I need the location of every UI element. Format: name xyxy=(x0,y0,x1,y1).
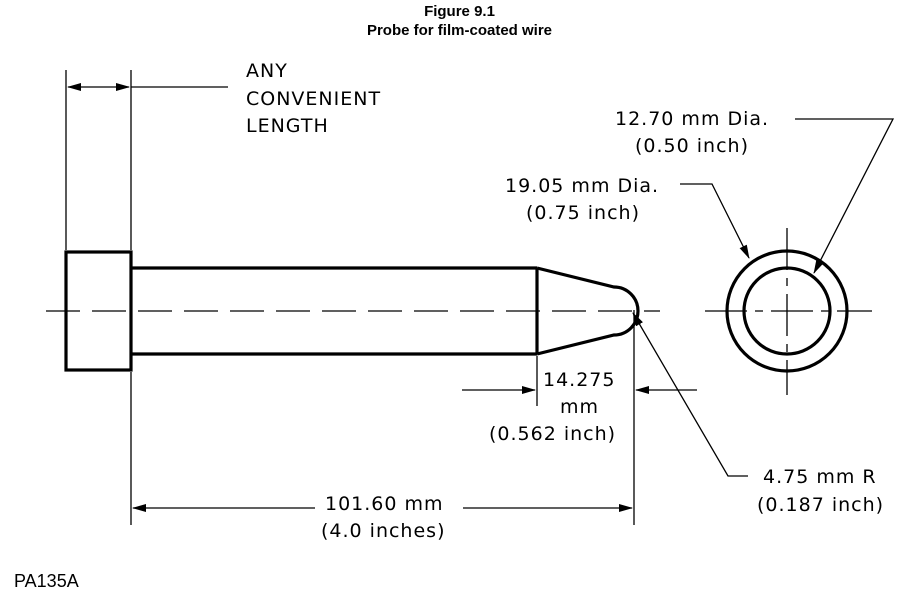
body-diameter-label-mm: 19.05 mm Dia. xyxy=(505,175,659,197)
probe-side-view xyxy=(64,250,640,372)
extension-lines xyxy=(65,70,635,525)
tip-radius-label-mm: 4.75 mm R xyxy=(763,466,877,488)
body-diameter-leader xyxy=(680,183,750,259)
tip-diameter-leader xyxy=(795,118,895,274)
figure-caption: Probe for film-coated wire xyxy=(366,22,553,39)
figure-number: Figure 9.1 xyxy=(424,3,495,20)
tip-radius-leader xyxy=(632,312,748,477)
center-lines xyxy=(46,228,872,395)
tip-radius-label-inch: (0.187 inch) xyxy=(757,494,884,516)
probe-tapered-tip xyxy=(536,266,640,356)
body-circle xyxy=(725,249,849,373)
overall-length-label-inch: (4.0 inches) xyxy=(321,520,445,542)
taper-length-label-inch: (0.562 inch) xyxy=(489,423,616,445)
handle-length-label-line1: ANY xyxy=(246,60,288,82)
body-diameter-label-inch: (0.75 inch) xyxy=(526,202,640,224)
figure-code: PA135A xyxy=(14,571,79,591)
taper-length-label-unit: mm xyxy=(560,396,599,418)
handle-length-label-line3: LENGTH xyxy=(246,115,329,137)
tip-diameter-label-mm: 12.70 mm Dia. xyxy=(615,108,769,130)
tip-diameter-label-inch: (0.50 inch) xyxy=(635,135,749,157)
probe-end-view xyxy=(725,249,849,373)
handle-length-label-line2: CONVENIENT xyxy=(246,88,381,110)
probe-handle xyxy=(64,250,133,372)
taper-length-label-value: 14.275 xyxy=(543,369,615,391)
probe-shaft xyxy=(131,266,537,356)
overall-length-label-mm: 101.60 mm xyxy=(325,493,444,515)
tip-circle xyxy=(742,266,832,356)
